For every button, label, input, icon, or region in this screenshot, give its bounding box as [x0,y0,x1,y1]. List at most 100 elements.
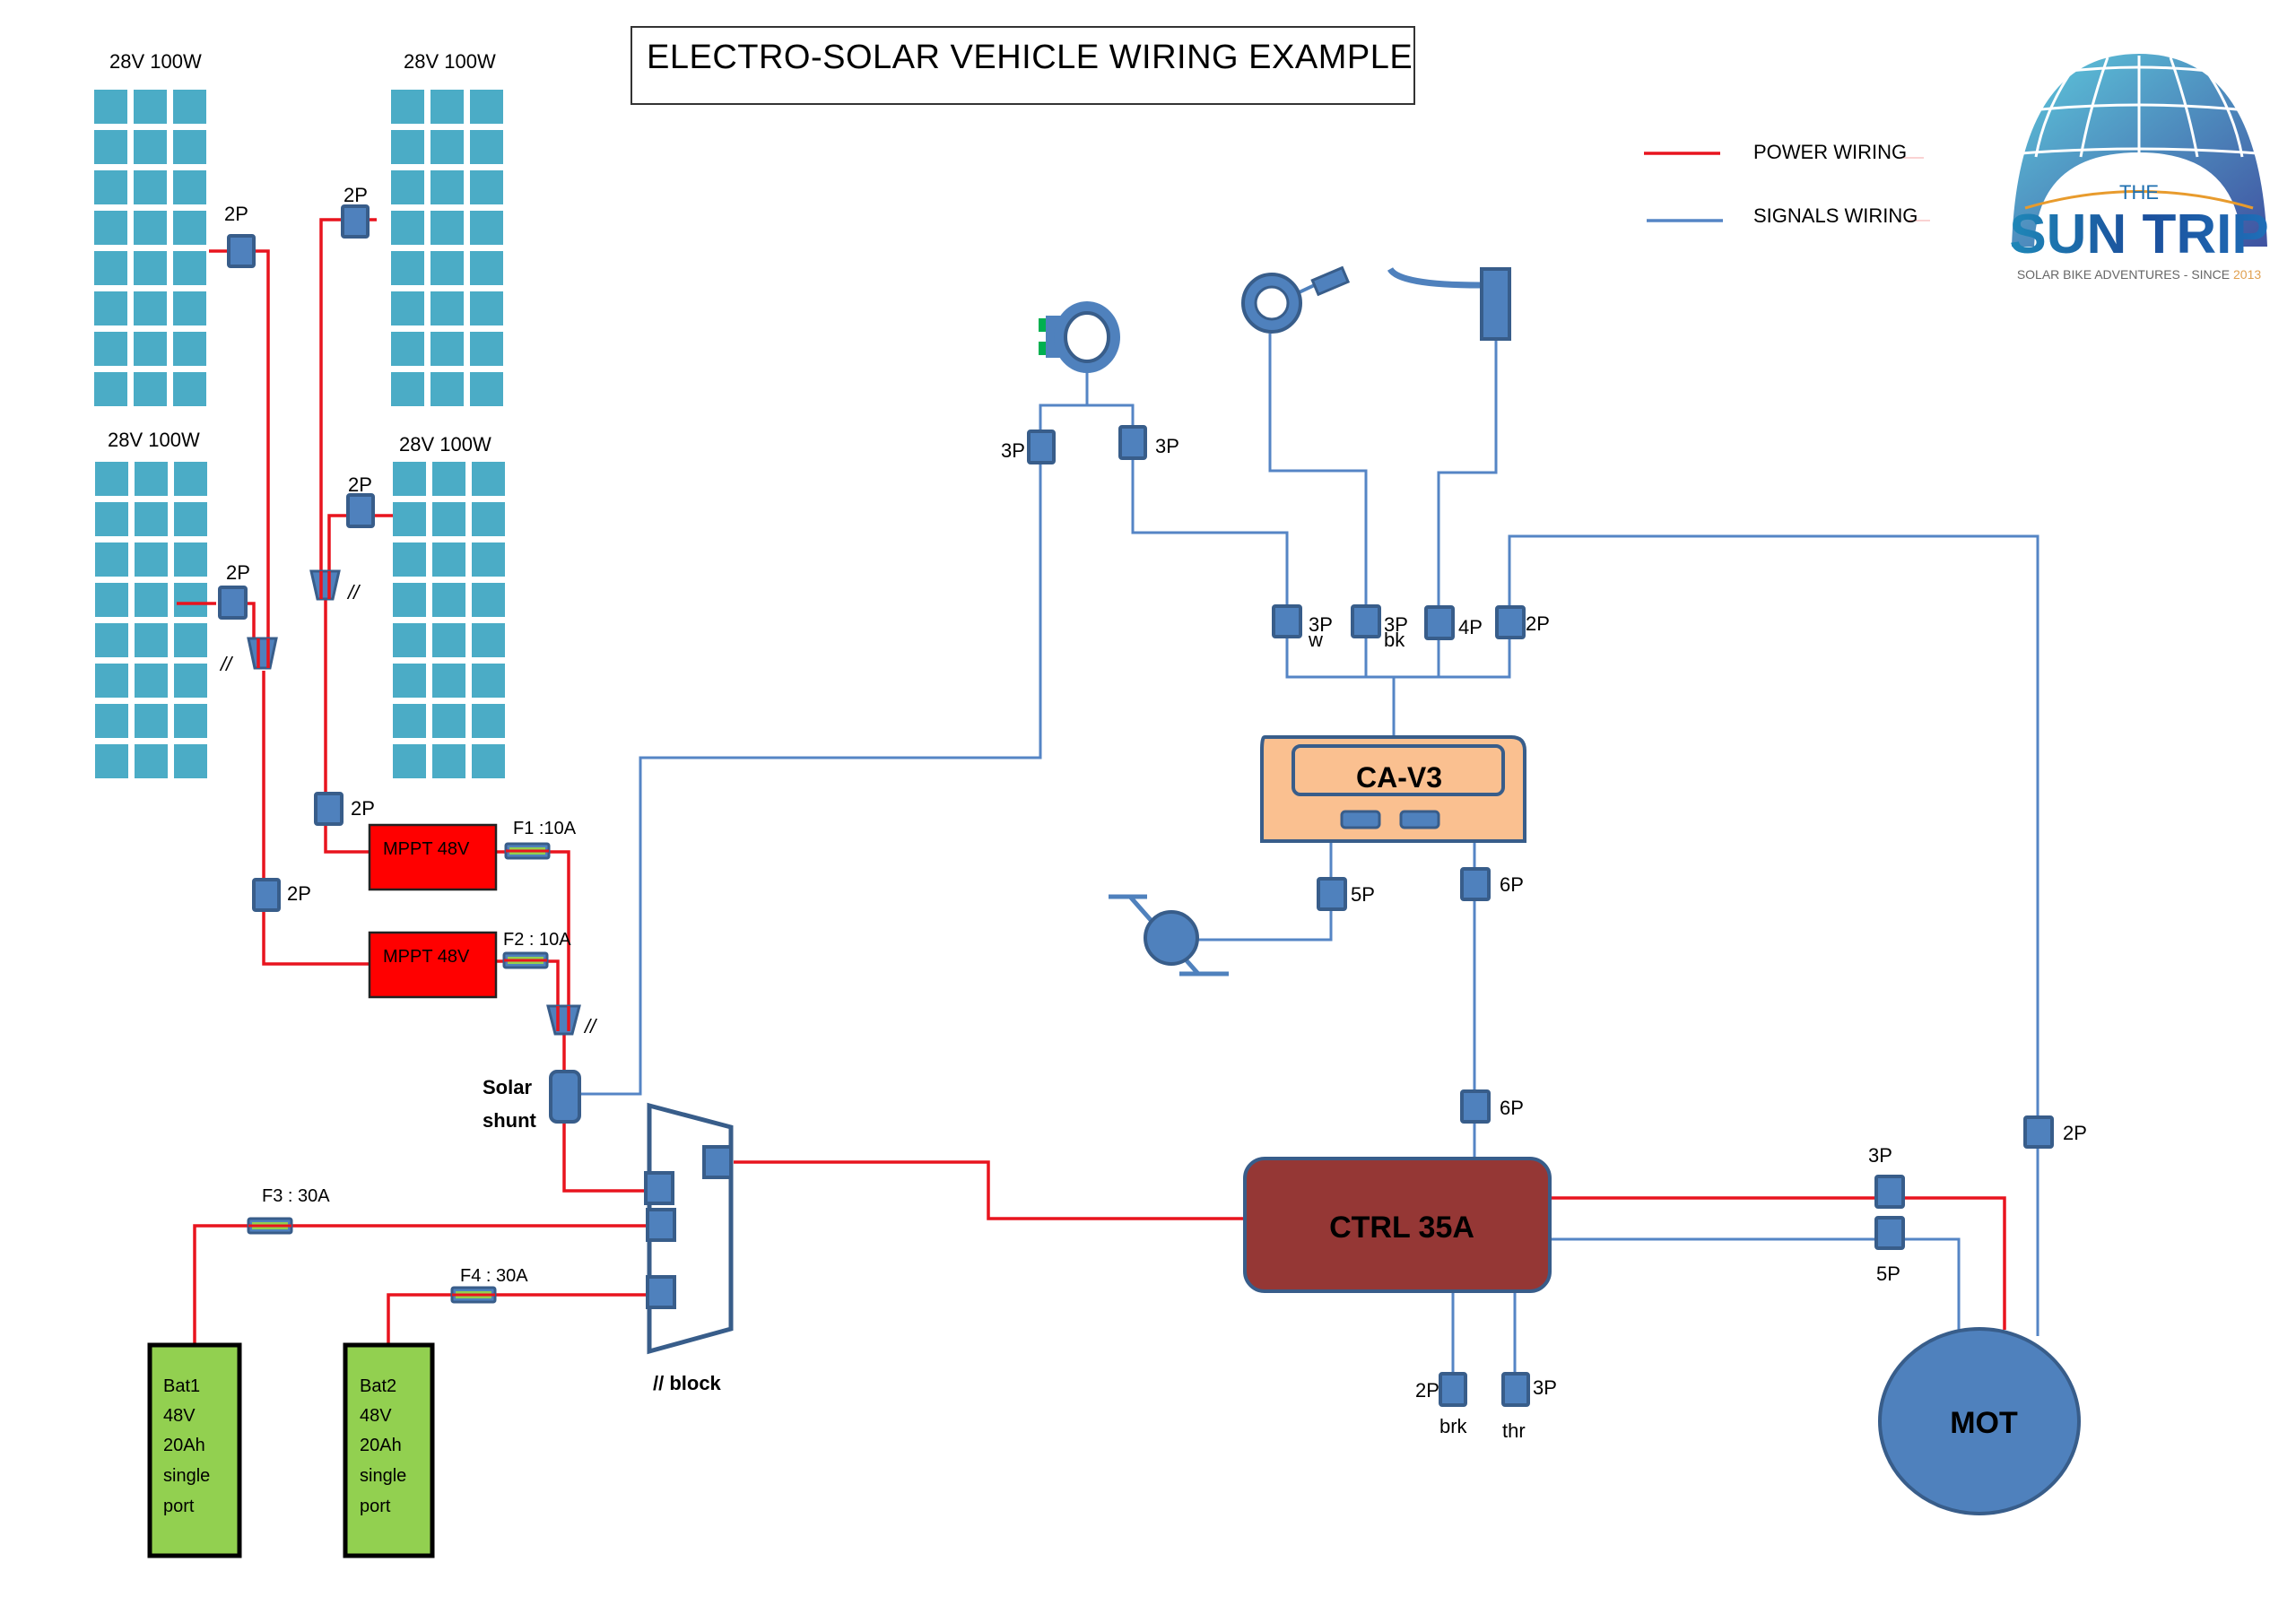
parallel-block[interactable] [644,1102,734,1355]
solar-cell [94,130,127,164]
solar-cell [95,623,128,657]
solar-panel-1[interactable] [94,90,206,406]
connector-label: 3P [1384,613,1408,636]
ca-button-left[interactable] [1340,810,1381,829]
throttle-icon[interactable] [1109,894,1229,976]
block-input-port[interactable] [646,1208,676,1242]
battery-2-label: Bat2 48V 20Ah single port [360,1376,406,1516]
connector-ctrl-6p[interactable] [1460,1089,1491,1124]
solar-cell [472,583,505,617]
parallel-connector-mppt[interactable] [546,1004,581,1036]
connector-mppt2-in[interactable] [252,878,281,912]
solar-cell [393,502,426,536]
solar-cell [173,130,206,164]
connector-motor-speed[interactable] [2023,1115,2054,1149]
fuse-f4[interactable] [450,1286,497,1304]
solar-cell [393,704,426,738]
connector-label: 2P [2063,1122,2087,1144]
block-input-port[interactable] [646,1275,676,1309]
solar-cell [95,542,128,577]
parallel-connector-upper[interactable] [309,569,341,601]
solar-cell [393,623,426,657]
battery-1[interactable] [147,1342,242,1558]
signal-wiring [579,334,2039,1374]
parallel-connector-lower[interactable] [247,637,278,670]
connector-ca-6p[interactable] [1460,867,1491,901]
signal-wire [579,462,1042,1096]
fuse-f1[interactable] [504,842,551,860]
connector-pas-left[interactable] [1027,430,1056,464]
fuse-f4-label: F4 : 30A [460,1266,528,1286]
sun-trip-logo: THE SUN TRIP SOLAR BIKE ADVENTURES - SIN… [2008,54,2270,282]
connector-mppt1-in[interactable] [314,792,344,826]
solar-shunt[interactable] [549,1070,581,1124]
connector-label: 5P [1876,1263,1900,1285]
panel-4-label: 28V 100W [399,433,491,456]
solar-cell [430,90,464,124]
block-output-port[interactable] [702,1145,733,1179]
solar-cell [432,502,465,536]
fuse-f1-label: F1 :10A [513,819,577,838]
connector-panel2[interactable] [341,204,370,239]
brake-lever-icon[interactable] [1387,266,1511,341]
connector-pas-right[interactable] [1118,425,1147,460]
signal-wire [1039,372,1089,430]
ca-button-right[interactable] [1399,810,1440,829]
connector-ca-2p[interactable] [1495,605,1526,639]
solar-panel-3[interactable] [95,462,207,778]
solar-cell [174,502,207,536]
connector-panel4[interactable] [346,493,375,528]
solar-cell [94,170,127,204]
mppt-2[interactable] [368,931,498,999]
connector-label: 5P [1351,883,1375,906]
solar-cell [174,462,207,496]
connector-panel3[interactable] [218,586,248,620]
parallel-mark: // [219,653,233,675]
diagram-title: ELECTRO-SOLAR VEHICLE WIRING EXAMPLE [647,39,1413,76]
connector-ca-5p[interactable] [1317,877,1347,911]
solar-panel-4[interactable] [393,462,505,778]
solar-cell [393,744,426,778]
solar-cell [391,211,424,245]
block-input-port[interactable] [644,1171,674,1205]
fuse-f3[interactable] [247,1217,293,1235]
solar-cell [472,502,505,536]
solar-cell [94,332,127,366]
speed-sensor-icon[interactable] [1241,265,1351,334]
pas-sensor-icon[interactable] [1039,301,1120,373]
mppt-1[interactable] [368,823,498,891]
controller-label: CTRL 35A [1329,1211,1474,1245]
motor[interactable] [1878,1327,2081,1515]
solar-cell [432,462,465,496]
controller[interactable] [1243,1157,1552,1293]
panel-1-label: 28V 100W [109,50,202,73]
connector-motor-power[interactable] [1874,1175,1905,1209]
connector-label: 2P [1526,612,1550,635]
solar-cell [134,170,167,204]
solar-cell [472,744,505,778]
solar-cell [472,623,505,657]
battery-2[interactable] [343,1342,435,1558]
connector-panel1[interactable] [227,234,256,268]
power-wire [562,1121,646,1193]
solar-cell [135,664,168,698]
solar-panel-2[interactable] [391,90,503,406]
ca-v3-display[interactable] [1260,735,1526,843]
solar-cell [174,623,207,657]
connector-ca-4p[interactable] [1424,605,1455,640]
fuse-f2[interactable] [502,951,549,969]
solar-cell [393,542,426,577]
connector-throttle[interactable] [1501,1372,1530,1407]
connector-brake[interactable] [1439,1372,1467,1407]
connector-motor-hall[interactable] [1874,1216,1905,1250]
signal-wire [1437,337,1498,610]
connector-ca-3p-w[interactable] [1272,604,1302,638]
connector-ca-3p-bk[interactable] [1351,604,1381,638]
solar-cell [94,291,127,325]
solar-cell [94,211,127,245]
svg-text:Bat2: Bat2 [360,1376,396,1396]
solar-cell [173,90,206,124]
panel-2-label: 28V 100W [404,50,496,73]
parallel-mark: // [583,1015,597,1037]
solar-cell [174,583,207,617]
